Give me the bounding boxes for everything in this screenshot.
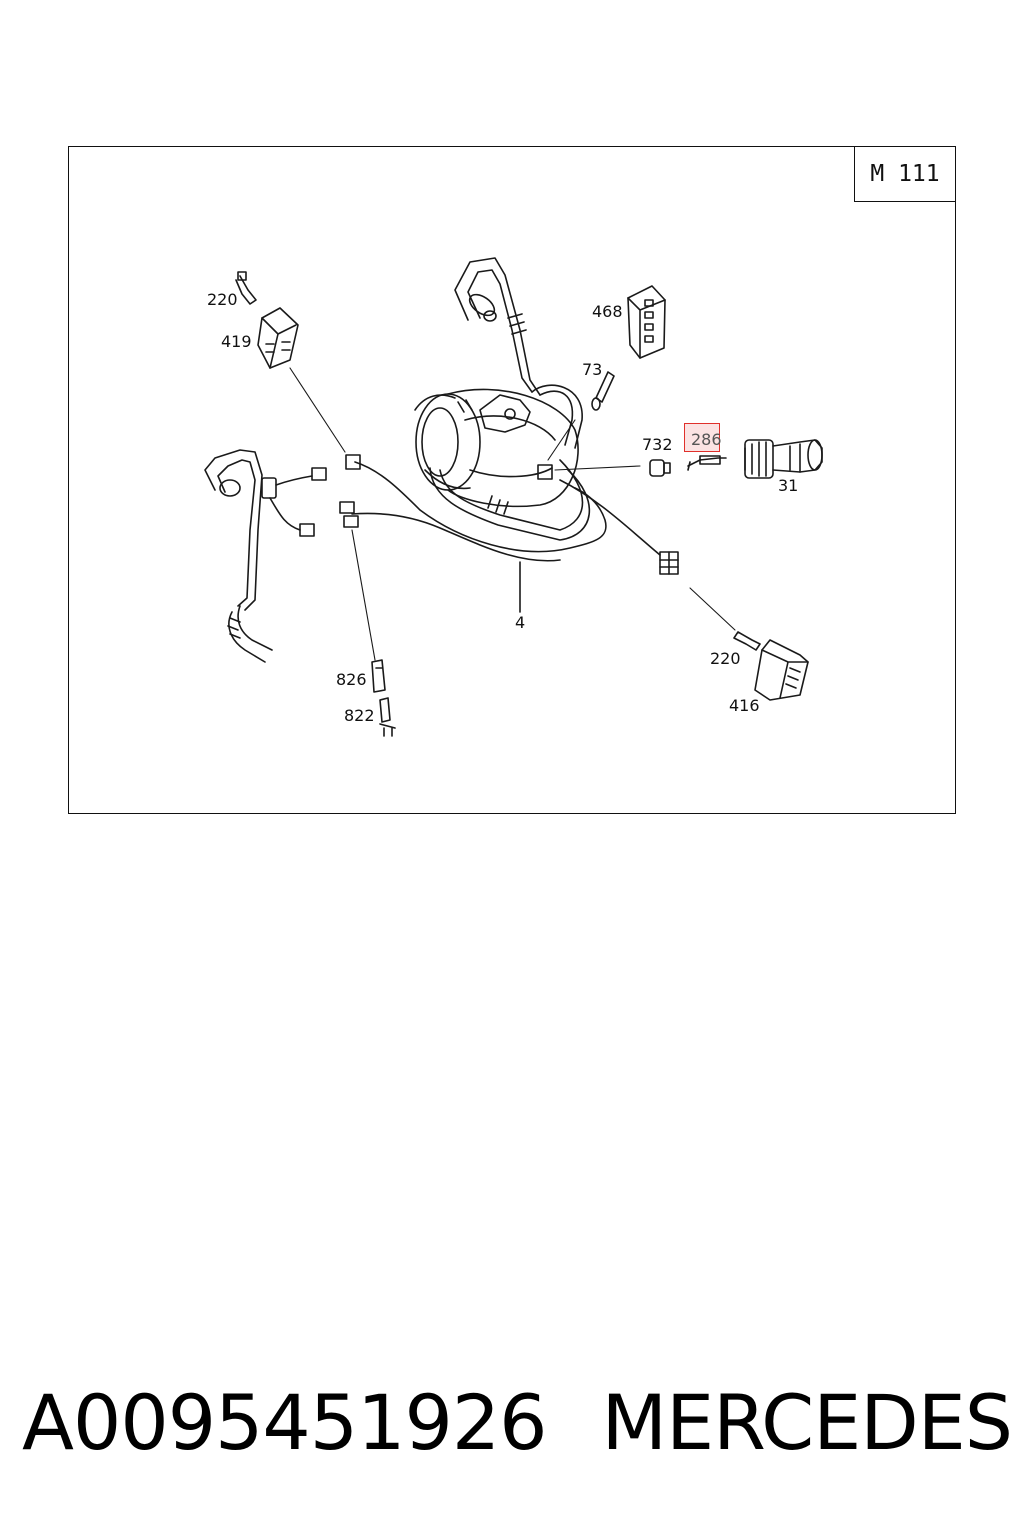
diagram-frame (68, 146, 956, 814)
callout-220-top[interactable]: 220 (207, 290, 238, 309)
callout-73[interactable]: 73 (582, 360, 603, 379)
callout-220-bottom[interactable]: 220 (710, 649, 741, 668)
lower-hose (429, 384, 591, 541)
callout-822[interactable]: 822 (344, 706, 375, 725)
ac-compressor (414, 388, 579, 508)
callout-416[interactable]: 416 (729, 696, 760, 715)
callout-4[interactable]: 4 (515, 613, 526, 632)
part-416-connector (754, 639, 809, 701)
brand-name: MERCEDES (601, 1377, 1013, 1467)
engine-code-label: M 111 (854, 146, 956, 202)
callout-286[interactable]: 286 (691, 430, 722, 449)
leader-lines (289, 367, 736, 661)
callout-826[interactable]: 826 (336, 670, 367, 689)
parts-diagram-drawing (204, 257, 823, 737)
bottom-caption: A0095451926 MERCEDES (22, 1372, 1013, 1472)
part-419-connector (257, 307, 299, 369)
wire-harness (339, 454, 679, 613)
callout-31[interactable]: 31 (778, 476, 799, 495)
part-468-block (627, 285, 666, 359)
callout-732[interactable]: 732 (642, 435, 673, 454)
part-number: A0095451926 (22, 1377, 548, 1467)
part-220-terminal-top (235, 271, 257, 305)
callout-419[interactable]: 419 (221, 332, 252, 351)
upper-hose (454, 257, 541, 396)
part-732-plug (649, 459, 671, 477)
part-826-bracket (371, 659, 386, 693)
part-286-pin (687, 455, 727, 471)
part-73-sensor (591, 371, 615, 411)
highlight-box (684, 423, 720, 452)
part-822-terminal (379, 697, 396, 737)
callout-468[interactable]: 468 (592, 302, 623, 321)
part-31-valve (744, 439, 823, 479)
left-pressure-line (204, 449, 327, 663)
part-220-terminal-bottom (733, 631, 761, 651)
